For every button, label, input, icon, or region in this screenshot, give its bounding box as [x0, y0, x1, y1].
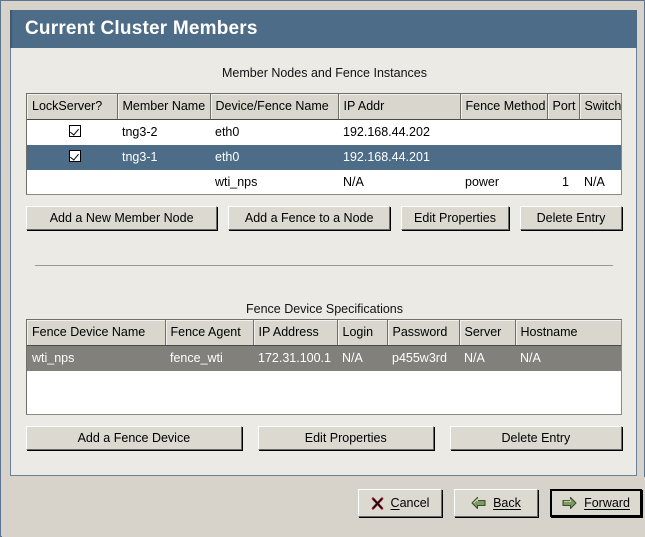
lockserver-cell[interactable] [27, 145, 117, 170]
back-button-label: Back [493, 496, 521, 510]
arrow-left-icon [471, 496, 486, 510]
port-cell: 1 [562, 175, 569, 189]
server-cell: N/A [459, 345, 515, 371]
back-label-text: Back [493, 496, 521, 510]
col-device-fence-name[interactable]: Device/Fence Name [210, 94, 339, 120]
members-button-row: Add a New Member Node Add a Fence to a N… [26, 206, 622, 230]
title-bar: Current Cluster Members [10, 10, 637, 48]
delete-fence-entry-button[interactable]: Delete Entry [449, 426, 622, 450]
forward-label-text: Forward [584, 496, 630, 510]
col-lockserver[interactable]: LockServer? [27, 94, 118, 120]
col-ip-addr[interactable]: IP Addr [338, 94, 461, 120]
table-row[interactable]: tng3-2 eth0 192.168.44.202 [27, 120, 621, 146]
members-grid: LockServer? Member Name Device/Fence Nam… [27, 94, 621, 194]
login-cell: N/A [337, 345, 387, 371]
lockserver-cell[interactable] [27, 120, 117, 146]
lockserver-cell[interactable] [27, 170, 117, 194]
member-name-cell: tng3-2 [122, 125, 158, 139]
device-fence-name-cell: eth0 [215, 125, 240, 139]
checkbox-checked-icon[interactable] [68, 150, 81, 162]
back-button[interactable]: Back [454, 489, 538, 517]
device-fence-name-cell: eth0 [210, 145, 338, 170]
add-fence-device-button[interactable]: Add a Fence Device [26, 426, 242, 450]
switch-cell [579, 145, 621, 170]
add-fence-to-node-button[interactable]: Add a Fence to a Node [228, 206, 391, 230]
ip-addr-cell: 192.168.44.202 [343, 125, 430, 139]
fence-method-cell: power [465, 175, 500, 189]
members-section-title: Member Nodes and Fence Instances [222, 66, 427, 80]
cancel-label-rest: ncel [406, 496, 430, 510]
fence-agent-cell: fence_wti [165, 345, 253, 371]
cancel-button[interactable]: Cancel [358, 489, 442, 517]
password-cell: p455w3rd [387, 345, 459, 371]
fence-method-cell [460, 145, 547, 170]
forward-button-label: Forward [584, 496, 630, 510]
edit-member-properties-button[interactable]: Edit Properties [401, 206, 509, 230]
table-row[interactable]: wti_nps fence_wti 172.31.100.1 N/A p455w… [27, 345, 621, 371]
device-fence-name-cell: wti_nps [215, 175, 258, 189]
col-login[interactable]: Login [337, 320, 388, 346]
ip-addr-cell: 192.168.44.201 [338, 145, 460, 170]
member-name-cell: tng3-1 [117, 145, 210, 170]
edit-fence-properties-button[interactable]: Edit Properties [257, 426, 434, 450]
col-port[interactable]: Port [547, 94, 580, 120]
hostname-cell: N/A [515, 345, 621, 371]
forward-button[interactable]: Forward [550, 489, 642, 517]
arrow-right-icon [562, 496, 577, 510]
col-member-name[interactable]: Member Name [117, 94, 211, 120]
col-fence-method[interactable]: Fence Method [460, 94, 548, 120]
fence-method-cell [460, 120, 547, 146]
navigation-bar: Cancel Back Forward [2, 477, 645, 537]
members-table[interactable]: LockServer? Member Name Device/Fence Nam… [26, 93, 622, 195]
fence-devices-table[interactable]: Fence Device Name Fence Agent IP Address… [26, 319, 622, 415]
fence-devices-grid: Fence Device Name Fence Agent IP Address… [27, 320, 621, 371]
page-title: Current Cluster Members [25, 18, 258, 39]
cancel-x-icon [371, 496, 384, 510]
col-ip-address[interactable]: IP Address [253, 320, 338, 346]
delete-member-entry-button[interactable]: Delete Entry [519, 206, 622, 230]
col-password[interactable]: Password [387, 320, 460, 346]
col-switch[interactable]: Switch [579, 94, 621, 120]
col-fence-device-name[interactable]: Fence Device Name [27, 320, 166, 346]
col-hostname[interactable]: Hostname [515, 320, 621, 346]
ip-addr-cell: N/A [343, 175, 364, 189]
port-cell [547, 145, 579, 170]
cancel-accel-char: C [390, 496, 400, 510]
content-panel: Member Nodes and Fence Instances LockSer… [10, 48, 637, 476]
table-row[interactable]: wti_nps N/A power 1 N/A [27, 170, 621, 194]
port-cell [547, 120, 579, 146]
switch-cell: N/A [584, 175, 605, 189]
section-divider [35, 265, 613, 266]
col-server[interactable]: Server [459, 320, 516, 346]
ip-address-cell: 172.31.100.1 [253, 345, 337, 371]
fence-button-row: Add a Fence Device Edit Properties Delet… [26, 426, 622, 450]
fence-header-row: Fence Device Name Fence Agent IP Address… [27, 320, 621, 346]
table-row[interactable]: tng3-1 eth0 192.168.44.201 [27, 145, 621, 170]
checkbox-checked-icon[interactable] [68, 125, 81, 137]
add-new-member-node-button[interactable]: Add a New Member Node [26, 206, 218, 230]
col-fence-agent[interactable]: Fence Agent [165, 320, 254, 346]
cancel-label-accel: a [399, 496, 407, 510]
fence-device-name-cell: wti_nps [27, 345, 165, 371]
fence-section-title: Fence Device Specifications [245, 302, 404, 316]
cancel-button-label: Cancel [391, 496, 430, 510]
members-header-row: LockServer? Member Name Device/Fence Nam… [27, 94, 621, 120]
switch-cell [579, 120, 621, 146]
member-name-cell [117, 170, 210, 194]
